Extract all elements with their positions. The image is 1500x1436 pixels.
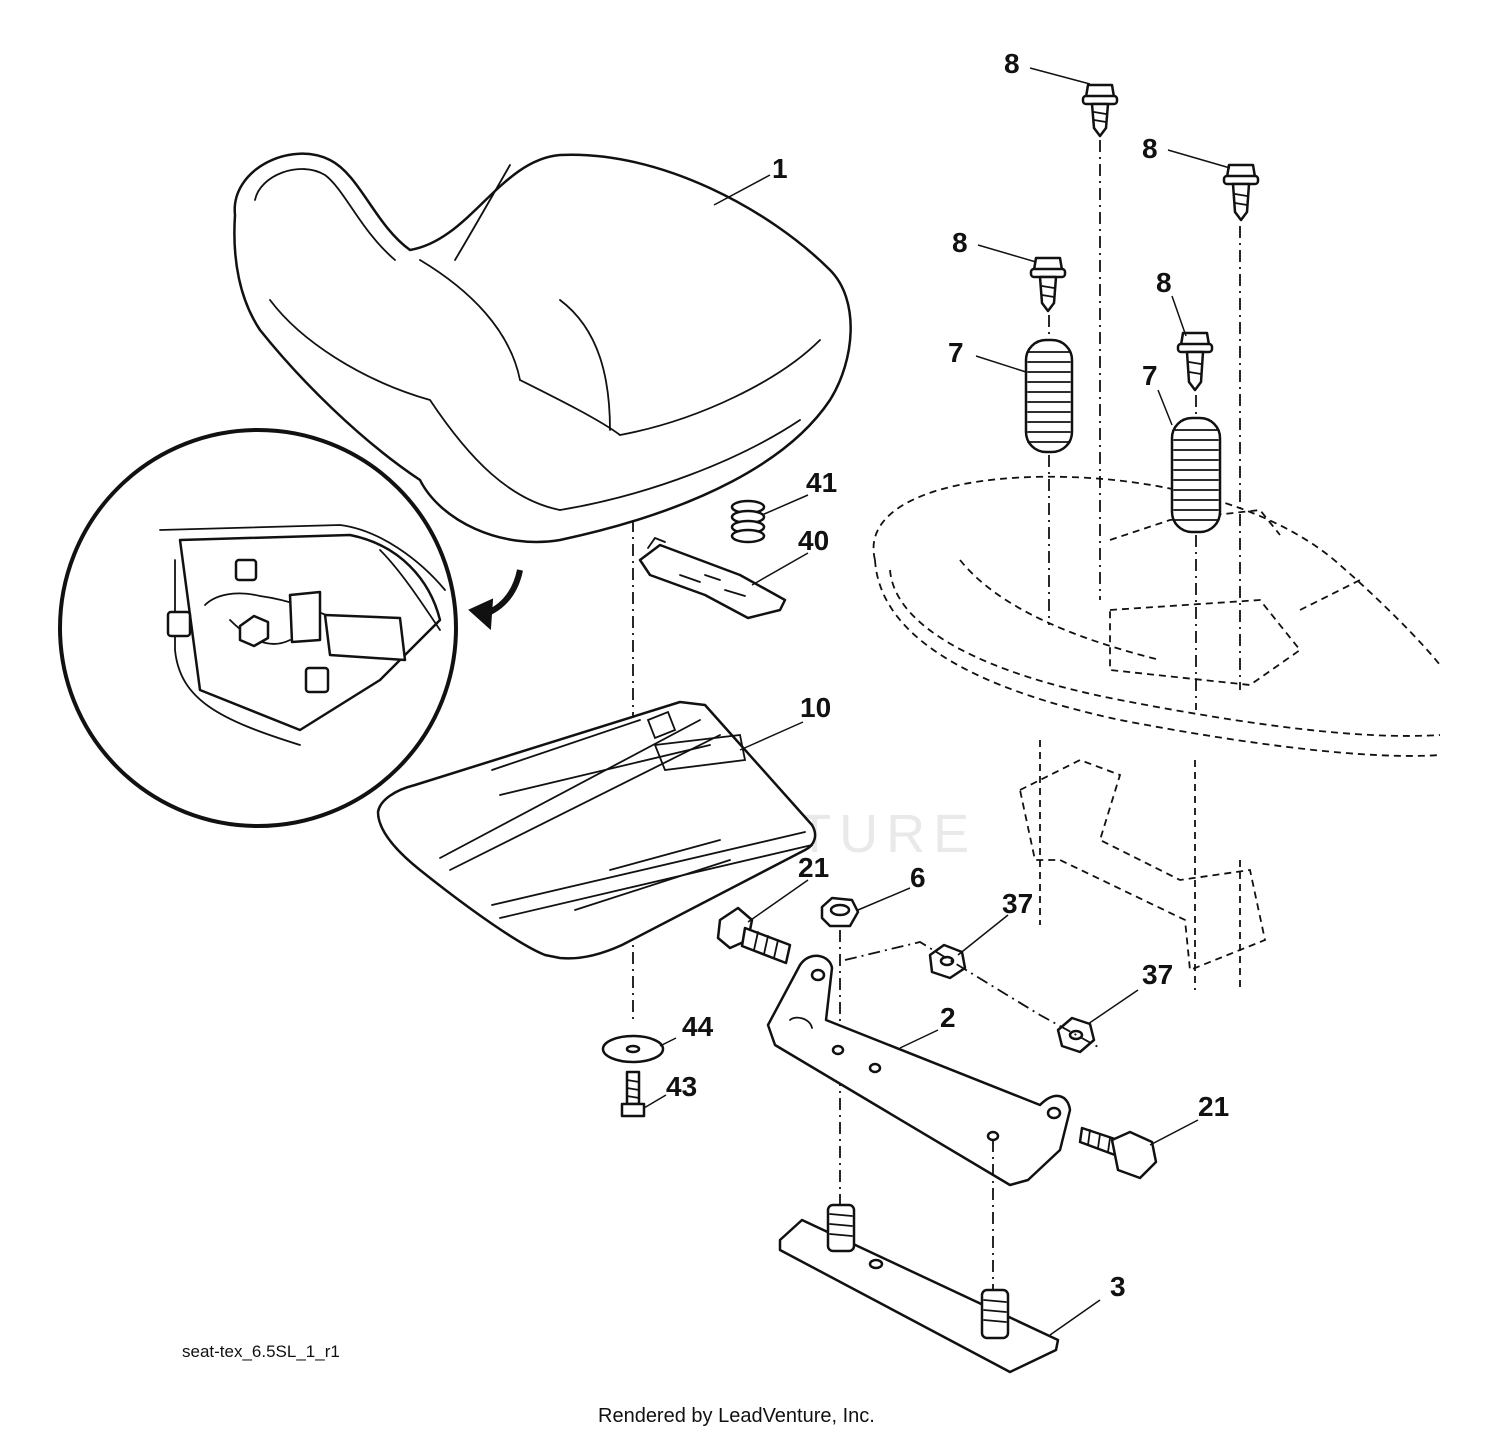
callout-seat-pan-10: 10 — [800, 692, 831, 723]
bolt-21b-icon — [1078, 1126, 1158, 1180]
detail-view — [58, 428, 458, 828]
callout-bracket-2: 2 — [940, 1002, 956, 1033]
callout-nut-37a: 37 — [1002, 888, 1033, 919]
bolt-8d-icon — [1176, 331, 1214, 392]
bolt-8a-icon — [1081, 83, 1119, 138]
small-spring-41-icon — [730, 499, 766, 544]
leader-lines — [643, 67, 1231, 1336]
screw-43-icon — [620, 1070, 646, 1118]
render-credit: Rendered by LeadVenture, Inc. — [598, 1405, 875, 1427]
callout-spring-7a: 7 — [948, 337, 964, 368]
callout-labels: 8 8 8 8 7 7 1 41 40 10 21 6 37 37 2 44 4… — [666, 48, 1229, 1302]
callout-bolt-21a: 21 — [798, 852, 829, 883]
callout-bolt-8b: 8 — [1142, 133, 1158, 164]
callout-spring-7b: 7 — [1142, 360, 1158, 391]
bolt-8b-icon — [1222, 163, 1260, 222]
washer-44-icon — [601, 1034, 665, 1064]
bolt-21a-icon — [716, 906, 792, 965]
frame-outline — [872, 475, 1441, 990]
bracket-2-icon — [766, 954, 1072, 1187]
figure-id: seat-tex_6.5SL_1_r1 — [182, 1342, 340, 1361]
spring-7b-icon — [1170, 416, 1222, 534]
callout-clip-40: 40 — [798, 525, 829, 556]
mounting-hardware — [1024, 83, 1260, 710]
clip-40-icon — [638, 536, 787, 620]
callout-plate-3: 3 — [1110, 1271, 1126, 1302]
callout-bolt-8a: 8 — [1004, 48, 1020, 79]
spring-7a-icon — [1024, 338, 1074, 454]
callout-seat-1: 1 — [772, 153, 788, 184]
callout-screw-43: 43 — [666, 1071, 697, 1102]
nut-6-icon — [820, 896, 860, 928]
seat-icon — [233, 152, 852, 544]
callout-nut-37b: 37 — [1142, 959, 1173, 990]
seat-pan-10-icon — [376, 700, 817, 960]
detail-arrow-icon — [468, 569, 523, 631]
plate-3-icon — [778, 1203, 1060, 1374]
bolt-8c-icon — [1029, 256, 1067, 313]
callout-bolt-21b: 21 — [1198, 1091, 1229, 1122]
callout-bolt-8d: 8 — [1156, 267, 1172, 298]
callout-nut-6: 6 — [910, 862, 926, 893]
callout-washer-44: 44 — [682, 1011, 714, 1042]
callout-small-spring-41: 41 — [806, 467, 837, 498]
callout-bolt-8c: 8 — [952, 227, 968, 258]
nut-37a-icon — [928, 943, 967, 980]
